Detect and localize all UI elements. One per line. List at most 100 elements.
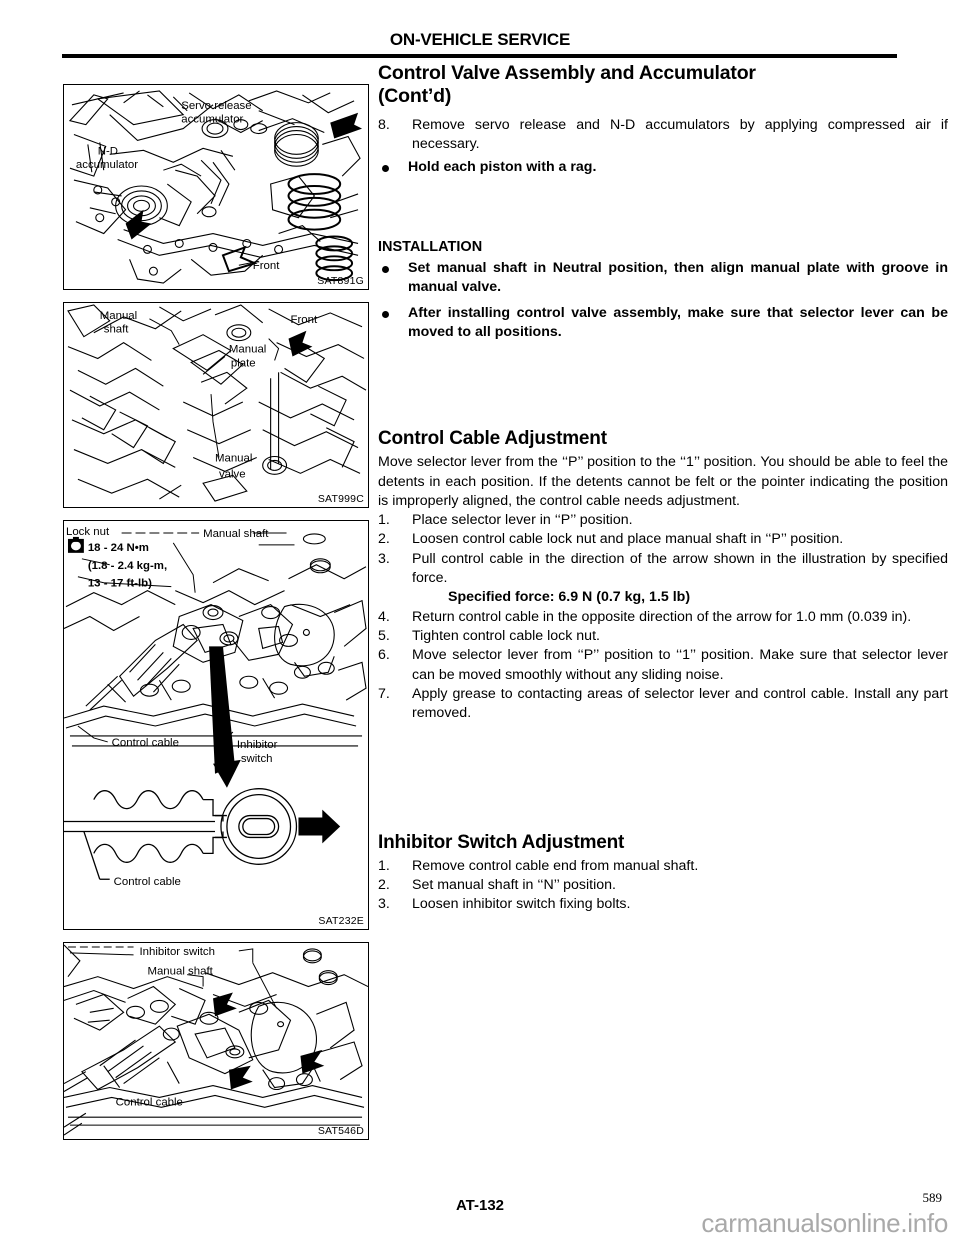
cable-step-7: 7. Apply grease to contacting areas of s… bbox=[378, 685, 948, 724]
arrow-bolt-right bbox=[300, 1049, 325, 1074]
figure-label-manual3: Manual bbox=[215, 452, 252, 464]
figure-label-manual-shaft: Manual shaft bbox=[203, 528, 269, 540]
cable-adjustment-intro: Move selector lever from the ‘‘P’’ posit… bbox=[378, 454, 948, 509]
figure-manual-valve-drawing: Manual shaft Manual plate Front Manual v… bbox=[67, 304, 367, 502]
inhibitor-step-3-text: Loosen inhibitor switch fixing bolts. bbox=[412, 896, 631, 913]
inhibitor-adjustment-steps: 1. Remove control cable end from manual … bbox=[378, 857, 948, 915]
cable-step-5: 5. Tighten control cable lock nut. bbox=[378, 627, 948, 646]
inhibitor-adjustment-heading: Inhibitor Switch Adjustment bbox=[378, 831, 625, 853]
figure-label-manual-shaft: Manual shaft bbox=[147, 966, 213, 978]
arrow-nd-accumulator bbox=[125, 209, 152, 240]
inhibitor-step-2-number: 2. bbox=[378, 876, 390, 893]
footer-page-number: 589 bbox=[922, 1190, 943, 1205]
cable-step-4-text: Return control cable in the opposite dir… bbox=[412, 608, 912, 625]
step-8: 8. Remove servo release and N-D accumula… bbox=[378, 116, 948, 155]
figure-code: SAT891G bbox=[317, 275, 364, 287]
cable-step-6-text: Move selector lever from ‘‘P’’ position … bbox=[412, 647, 948, 683]
section-title: Control Valve Assembly and Accumulator (… bbox=[378, 62, 948, 108]
arrow-manual-shaft bbox=[213, 992, 237, 1017]
figure-label-lock-nut: Lock nut bbox=[66, 526, 110, 538]
inhibitor-step-1-number: 1. bbox=[378, 857, 390, 874]
arrow-bolt-lower bbox=[228, 1065, 253, 1090]
installation-bullet-2: After installing control valve assembly,… bbox=[378, 304, 948, 343]
tightening-torque-icon bbox=[67, 536, 84, 553]
cable-step-6-number: 6. bbox=[378, 647, 390, 664]
figure-label-torque-ftlb: 13 - 17 ft-lb) bbox=[88, 578, 152, 590]
figure-label-torque-kgm: (1.8 - 2.4 kg-m, bbox=[88, 560, 167, 572]
figure-label-front2: Front bbox=[291, 314, 318, 326]
step-8-list: 8. Remove servo release and N-D accumula… bbox=[378, 116, 948, 155]
page-header: ON-VEHICLE SERVICE bbox=[0, 30, 960, 50]
arrow-cable-pull bbox=[298, 809, 341, 844]
cable-step-5-number: 5. bbox=[378, 628, 390, 644]
page-title: ON-VEHICLE SERVICE bbox=[389, 30, 571, 49]
figure-label-servo-accumulator: accumulator bbox=[181, 114, 243, 126]
figure-inhibitor-switch: Inhibitor switch Manual shaft Control ca… bbox=[63, 942, 369, 1140]
cable-adjustment-heading: Control Cable Adjustment bbox=[378, 428, 607, 450]
arrow-pull-head bbox=[213, 759, 241, 788]
figure-label-control-cable: Control cable bbox=[112, 737, 179, 749]
figure-code: SAT546D bbox=[317, 1125, 364, 1137]
installation-heading: INSTALLATION bbox=[378, 238, 483, 255]
cable-step-1: 1. Place selector lever in ‘‘P’’ positio… bbox=[378, 511, 948, 530]
cable-step-7-text: Apply grease to contacting areas of sele… bbox=[412, 685, 948, 722]
figure-label-manual: Manual bbox=[100, 310, 137, 322]
cable-step-2: 2. Loosen control cable lock nut and pla… bbox=[378, 530, 948, 549]
section-title-line1: Control Valve Assembly and Accumulator bbox=[378, 62, 756, 84]
step-8-text: Remove servo release and N-D accumulator… bbox=[412, 117, 948, 153]
figure-label-servo-release: Servo release bbox=[181, 100, 251, 112]
cable-step-4-number: 4. bbox=[378, 608, 390, 625]
specified-force: Specified force: 6.9 N (0.7 kg, 1.5 lb) bbox=[448, 589, 691, 606]
inhibitor-step-2-text: Set manual shaft in ‘‘N’’ position. bbox=[412, 876, 616, 893]
figure-control-cable-drawing: Lock nut 18 - 24 N•m (1.8 - 2.4 kg-m, 13… bbox=[64, 526, 367, 888]
figure-label-front: Front bbox=[253, 260, 280, 272]
figure-accumulators: Servo release accumulator N-D accumulato… bbox=[63, 84, 369, 290]
step-8-number: 8. bbox=[378, 117, 390, 133]
cable-step-2-text: Loosen control cable lock nut and place … bbox=[412, 531, 844, 548]
figure-label-plate: plate bbox=[231, 357, 256, 369]
cable-step-3: 3. Pull control cable in the direction o… bbox=[378, 550, 948, 589]
installation-bullets: Set manual shaft in Neutral position, th… bbox=[378, 259, 948, 342]
figure-manual-valve: Manual shaft Manual plate Front Manual v… bbox=[63, 302, 369, 508]
figure-label-control-cable: Control cable bbox=[116, 1096, 183, 1108]
watermark: carmanualsonline.info bbox=[701, 1208, 948, 1238]
arrow-front bbox=[221, 245, 258, 273]
figure-accumulators-drawing: Servo release accumulator N-D accumulato… bbox=[68, 90, 363, 284]
section-title-line2: (Cont’d) bbox=[378, 85, 452, 107]
footer-page-label: AT-132 bbox=[455, 1197, 505, 1214]
cable-adjustment-steps-2: 4. Return control cable in the opposite … bbox=[378, 608, 948, 724]
cable-step-4: 4. Return control cable in the opposite … bbox=[378, 608, 948, 627]
cable-step-1-number: 1. bbox=[378, 512, 390, 529]
inhibitor-step-2: 2. Set manual shaft in ‘‘N’’ position. bbox=[378, 876, 948, 895]
figure-label-nd-accumulator: accumulator bbox=[76, 159, 138, 171]
figure-label-switch: switch bbox=[241, 753, 273, 765]
step-8-bullet: Hold each piston with a rag. bbox=[378, 158, 948, 177]
figure-label-manual2: Manual bbox=[229, 344, 266, 356]
header-rule bbox=[62, 54, 897, 58]
figure-label-control-cable2: Control cable bbox=[114, 876, 181, 888]
cable-step-6: 6. Move selector lever from ‘‘P’’ positi… bbox=[378, 646, 948, 685]
cable-step-3-text: Pull control cable in the direction of t… bbox=[412, 550, 948, 587]
inhibitor-step-1-text: Remove control cable end from manual sha… bbox=[412, 857, 699, 874]
installation-bullet-1: Set manual shaft in Neutral position, th… bbox=[378, 259, 948, 298]
figure-inhibitor-switch-drawing: Inhibitor switch Manual shaft Control ca… bbox=[64, 944, 368, 1136]
content-column: Control Valve Assembly and Accumulator (… bbox=[378, 62, 948, 915]
arrow-servo-release bbox=[330, 112, 363, 139]
figure-label-shaft: shaft bbox=[104, 324, 130, 336]
figure-label-nd: N-D bbox=[98, 145, 118, 157]
inhibitor-step-1: 1. Remove control cable end from manual … bbox=[378, 857, 948, 876]
figure-label-torque-nm: 18 - 24 N•m bbox=[88, 542, 149, 554]
figure-code: SAT999C bbox=[317, 493, 364, 505]
figure-label-valve: valve bbox=[219, 468, 246, 480]
cable-step-5-text: Tighten control cable lock nut. bbox=[412, 628, 600, 644]
cable-step-2-number: 2. bbox=[378, 531, 390, 548]
cable-adjustment-steps-1: 1. Place selector lever in ‘‘P’’ positio… bbox=[378, 511, 948, 588]
figure-label-inhibitor-switch: Inhibitor switch bbox=[140, 946, 215, 958]
cable-step-7-number: 7. bbox=[378, 685, 390, 702]
figure-control-cable: Lock nut 18 - 24 N•m (1.8 - 2.4 kg-m, 13… bbox=[63, 520, 369, 930]
figure-label-inhibitor: Inhibitor bbox=[237, 739, 278, 751]
step-8-bullet-list: Hold each piston with a rag. bbox=[378, 158, 948, 177]
arrow-front bbox=[288, 330, 313, 357]
figure-code: SAT232E bbox=[318, 915, 364, 927]
inhibitor-step-3-number: 3. bbox=[378, 896, 390, 913]
